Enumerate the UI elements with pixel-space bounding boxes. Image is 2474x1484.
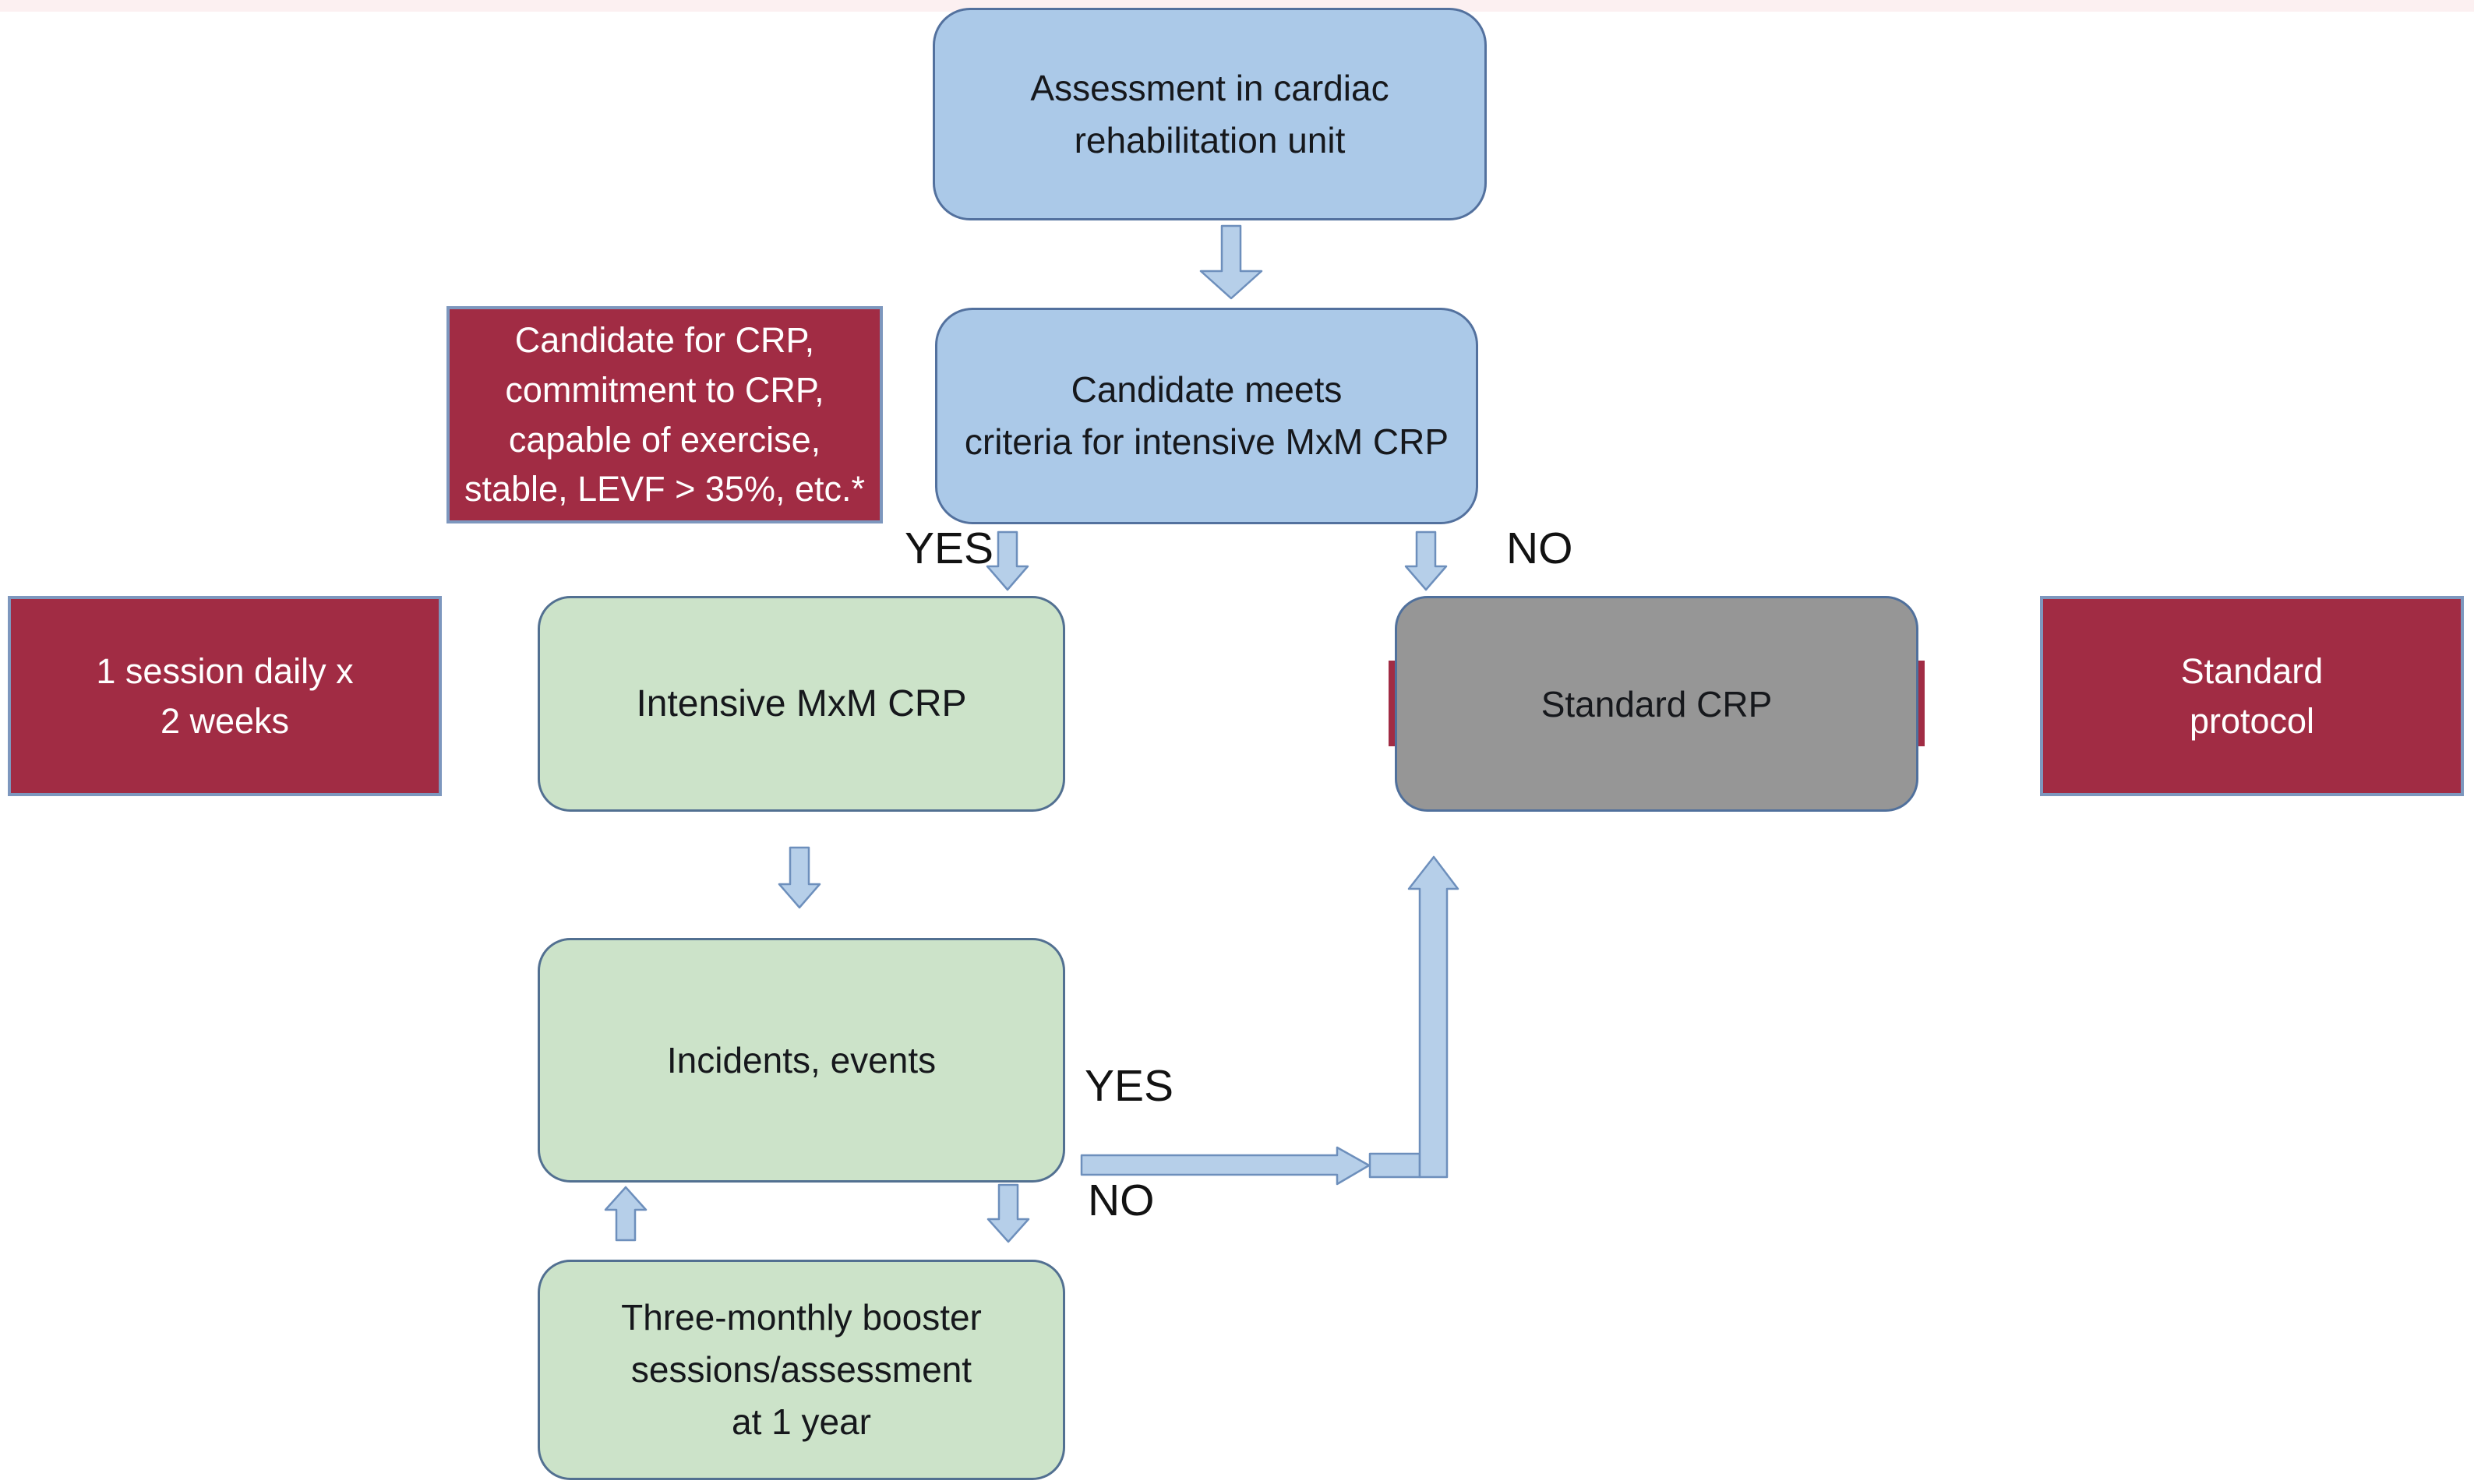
arrow-intensive-to-incidents xyxy=(778,846,821,909)
node-assessment-label: Assessment in cardiac rehabilitation uni… xyxy=(1030,67,1389,160)
label-yes-incident: YES xyxy=(1085,1061,1174,1111)
node-intensive-crp-label: Intensive MxM CRP xyxy=(636,682,967,724)
node-standard-crp: Standard CRP xyxy=(1395,596,1918,812)
arrow-yes-candidate-to-intensive xyxy=(986,531,1029,591)
arrow-elbow-connector xyxy=(1368,1152,1421,1179)
note-criteria-label: Candidate for CRP, commitment to CRP, ca… xyxy=(464,319,866,509)
arrow-up-to-standard-crp xyxy=(1407,855,1459,1179)
label-no-to-standard: NO xyxy=(1506,523,1573,573)
node-booster-sessions-label: Three-monthly booster sessions/assessmen… xyxy=(621,1297,982,1442)
arrow-booster-to-incidents xyxy=(604,1186,648,1242)
note-criteria: Candidate for CRP, commitment to CRP, ca… xyxy=(446,306,883,523)
note-standard-protocol: Standard protocol xyxy=(2040,596,2464,796)
node-intensive-crp: Intensive MxM CRP xyxy=(538,596,1065,812)
arrow-yes-incidents-horizontal xyxy=(1080,1146,1371,1186)
node-assessment: Assessment in cardiac rehabilitation uni… xyxy=(933,8,1487,220)
node-candidate: Candidate meets criteria for intensive M… xyxy=(935,308,1478,524)
note-standard-protocol-label: Standard protocol xyxy=(2180,650,2324,741)
node-incidents-events: Incidents, events xyxy=(538,938,1065,1183)
arrow-assessment-to-candidate xyxy=(1199,224,1263,300)
node-standard-crp-label: Standard CRP xyxy=(1541,683,1773,724)
arrow-no-candidate-to-standard xyxy=(1404,531,1448,591)
node-candidate-label: Candidate meets criteria for intensive M… xyxy=(964,369,1449,462)
top-pink-strip xyxy=(0,0,2474,12)
node-incidents-events-label: Incidents, events xyxy=(666,1039,937,1080)
label-yes-to-intensive: YES xyxy=(904,523,993,573)
node-booster-sessions: Three-monthly booster sessions/assessmen… xyxy=(538,1260,1065,1480)
note-session-schedule-label: 1 session daily x 2 weeks xyxy=(96,650,354,741)
label-no-incident: NO xyxy=(1088,1176,1155,1225)
note-session-schedule: 1 session daily x 2 weeks xyxy=(8,596,442,796)
arrow-no-incidents-to-booster xyxy=(986,1183,1030,1243)
